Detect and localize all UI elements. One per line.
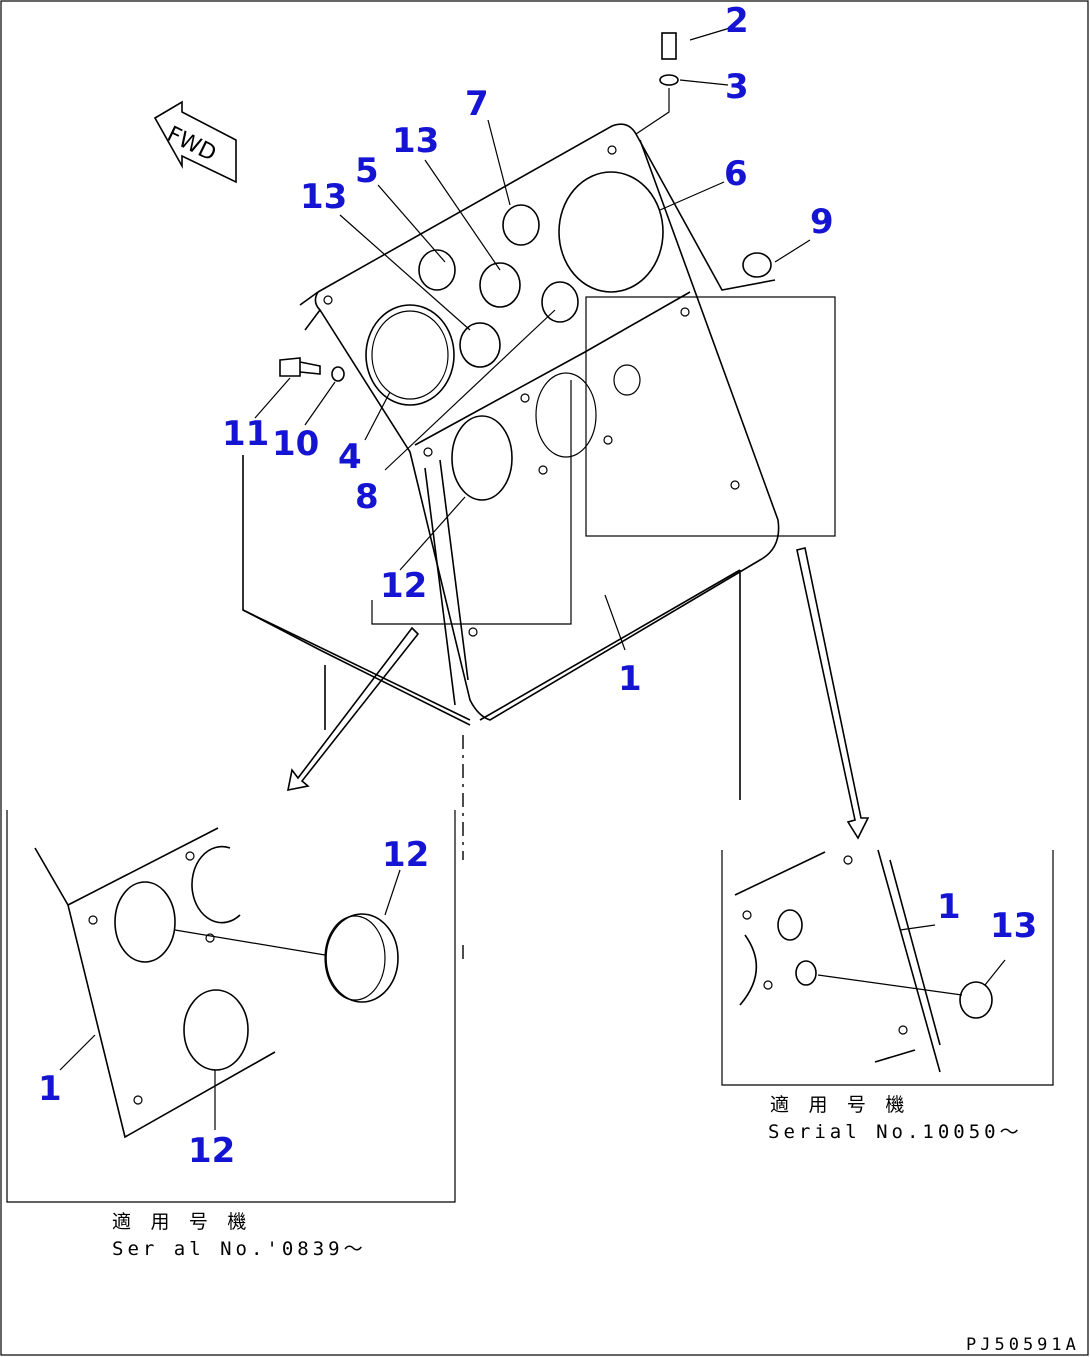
washer-3-icon bbox=[659, 74, 679, 86]
callout-6: 6 bbox=[724, 154, 748, 194]
right-applicable-label: 適 用 号 機 bbox=[770, 1094, 908, 1116]
drawing-code: PJ50591A bbox=[966, 1335, 1080, 1355]
callout-10: 10 bbox=[272, 424, 319, 464]
bolt-11-icon bbox=[279, 357, 301, 377]
lamp-7-icon bbox=[502, 204, 540, 246]
callout-9: 9 bbox=[810, 202, 834, 242]
instrument-panel bbox=[242, 27, 870, 965]
callout-13-a: 13 bbox=[392, 121, 439, 161]
detail-arrow-right-icon bbox=[796, 547, 870, 840]
plug-13a-icon bbox=[479, 262, 521, 308]
gauge-4-icon bbox=[365, 304, 455, 406]
callout-7: 7 bbox=[465, 84, 489, 124]
left-serial-label: Ser al No.'0839～ bbox=[112, 1238, 367, 1260]
lamp-9-icon bbox=[742, 252, 772, 278]
plug-13-right-icon bbox=[959, 981, 993, 1019]
cap-12-left-bottom-icon bbox=[183, 989, 249, 1071]
cap-12-left-top-icon bbox=[325, 913, 399, 1003]
right-serial-label: Serial No.10050～ bbox=[768, 1121, 1023, 1143]
right-detail-view bbox=[721, 849, 1054, 1086]
callout-5: 5 bbox=[355, 151, 379, 191]
fwd-arrow-icon: FWD bbox=[153, 100, 237, 184]
washer-10-icon bbox=[331, 366, 345, 382]
callout-11: 11 bbox=[222, 414, 269, 454]
callout-4: 4 bbox=[338, 437, 362, 477]
detail-arrow-left-icon bbox=[286, 626, 420, 792]
plug-13b-icon bbox=[459, 322, 501, 368]
callout-12-left-top: 12 bbox=[382, 835, 429, 875]
callout-2: 2 bbox=[725, 1, 749, 41]
callout-12-left-bottom: 12 bbox=[188, 1131, 235, 1171]
callout-3: 3 bbox=[725, 67, 749, 107]
callout-1-right: 1 bbox=[937, 887, 961, 927]
lamp-8-icon bbox=[541, 281, 579, 323]
callout-1-left: 1 bbox=[38, 1069, 62, 1109]
callout-13-b: 13 bbox=[300, 177, 347, 217]
cap-12-icon bbox=[451, 415, 513, 501]
left-applicable-label: 適 用 号 機 bbox=[112, 1211, 250, 1233]
left-detail-view bbox=[6, 810, 456, 1203]
lamp-5-icon bbox=[418, 249, 456, 291]
gauge-6-icon bbox=[558, 171, 664, 293]
callout-12-main: 12 bbox=[380, 566, 427, 606]
callout-13-right: 13 bbox=[990, 906, 1037, 946]
callout-8: 8 bbox=[355, 477, 379, 517]
bolt-2-icon bbox=[661, 32, 677, 60]
callout-1-main: 1 bbox=[618, 659, 642, 699]
